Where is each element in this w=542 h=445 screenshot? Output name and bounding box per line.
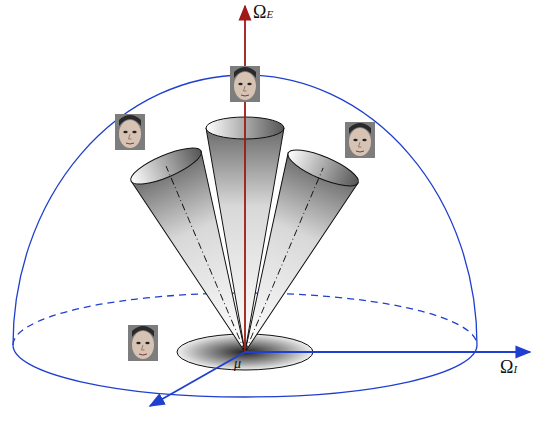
vertical-axis [244, 6, 246, 352]
origin-label: μ [234, 357, 241, 371]
depth-axis [150, 352, 245, 406]
axis-label: ΩI [500, 358, 517, 376]
axis-label: ΩE [253, 3, 273, 21]
face-image [345, 122, 375, 158]
face-image [115, 114, 145, 150]
face-image [230, 66, 260, 102]
face-image [128, 325, 158, 361]
horizontal-axis [245, 351, 530, 353]
